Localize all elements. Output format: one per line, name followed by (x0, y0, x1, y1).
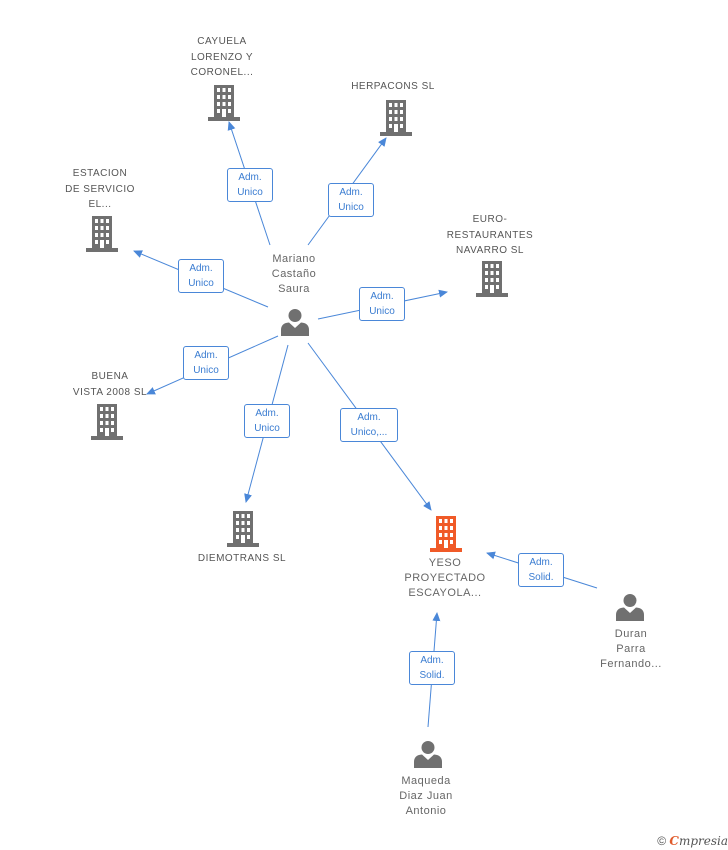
edge-label-mariano-herpacons[interactable]: Adm. Unico (328, 183, 374, 217)
building-icon[interactable] (208, 85, 240, 121)
copyright-symbol: © (657, 834, 667, 848)
node-label-yeso[interactable]: YESO PROYECTADO ESCAYOLA... (404, 557, 486, 599)
node-label-duran[interactable]: Duran Parra Fernando... (600, 628, 662, 670)
person-icon[interactable] (616, 594, 644, 621)
edge-label-mariano-yeso[interactable]: Adm. Unico,... (340, 408, 398, 442)
node-label-herpacons[interactable]: HERPACONS SL (351, 81, 435, 92)
brand-initial: C (669, 834, 679, 848)
node-label-mariano[interactable]: Mariano Castaño Saura (271, 253, 317, 295)
building-icon[interactable] (91, 404, 123, 440)
node-label-euro[interactable]: EURO- RESTAURANTES NAVARRO SL (446, 214, 534, 256)
building-icon[interactable] (476, 261, 508, 297)
edge-label-duran-yeso[interactable]: Adm. Solid. (518, 553, 564, 587)
building-icon[interactable] (380, 100, 412, 136)
node-label-estacion[interactable]: ESTACION DE SERVICIO EL... (65, 168, 135, 210)
edge-label-mariano-euro[interactable]: Adm. Unico (359, 287, 405, 321)
empresia-watermark: © Cmpresia (657, 834, 728, 848)
person-icon[interactable] (414, 741, 442, 768)
brand-name: mpresia (678, 834, 728, 848)
node-label-buena-vista[interactable]: BUENA VISTA 2008 SL (72, 371, 148, 398)
edge-label-mariano-buena-vista[interactable]: Adm. Unico (183, 346, 229, 380)
edge-label-maqueda-yeso[interactable]: Adm. Solid. (409, 651, 455, 685)
edge-label-mariano-diemotrans[interactable]: Adm. Unico (244, 404, 290, 438)
node-label-diemotrans[interactable]: DIEMOTRANS SL (197, 553, 287, 564)
person-icon[interactable] (281, 309, 309, 336)
edge-label-mariano-cayuela[interactable]: Adm. Unico (227, 168, 273, 202)
building-icon[interactable] (86, 216, 118, 252)
building-icon-highlight[interactable] (430, 516, 462, 552)
node-label-maqueda[interactable]: Maqueda Diaz Juan Antonio (399, 775, 453, 817)
edge-label-mariano-estacion[interactable]: Adm. Unico (178, 259, 224, 293)
node-label-cayuela[interactable]: CAYUELA LORENZO Y CORONEL... (190, 36, 254, 78)
building-icon[interactable] (227, 511, 259, 547)
